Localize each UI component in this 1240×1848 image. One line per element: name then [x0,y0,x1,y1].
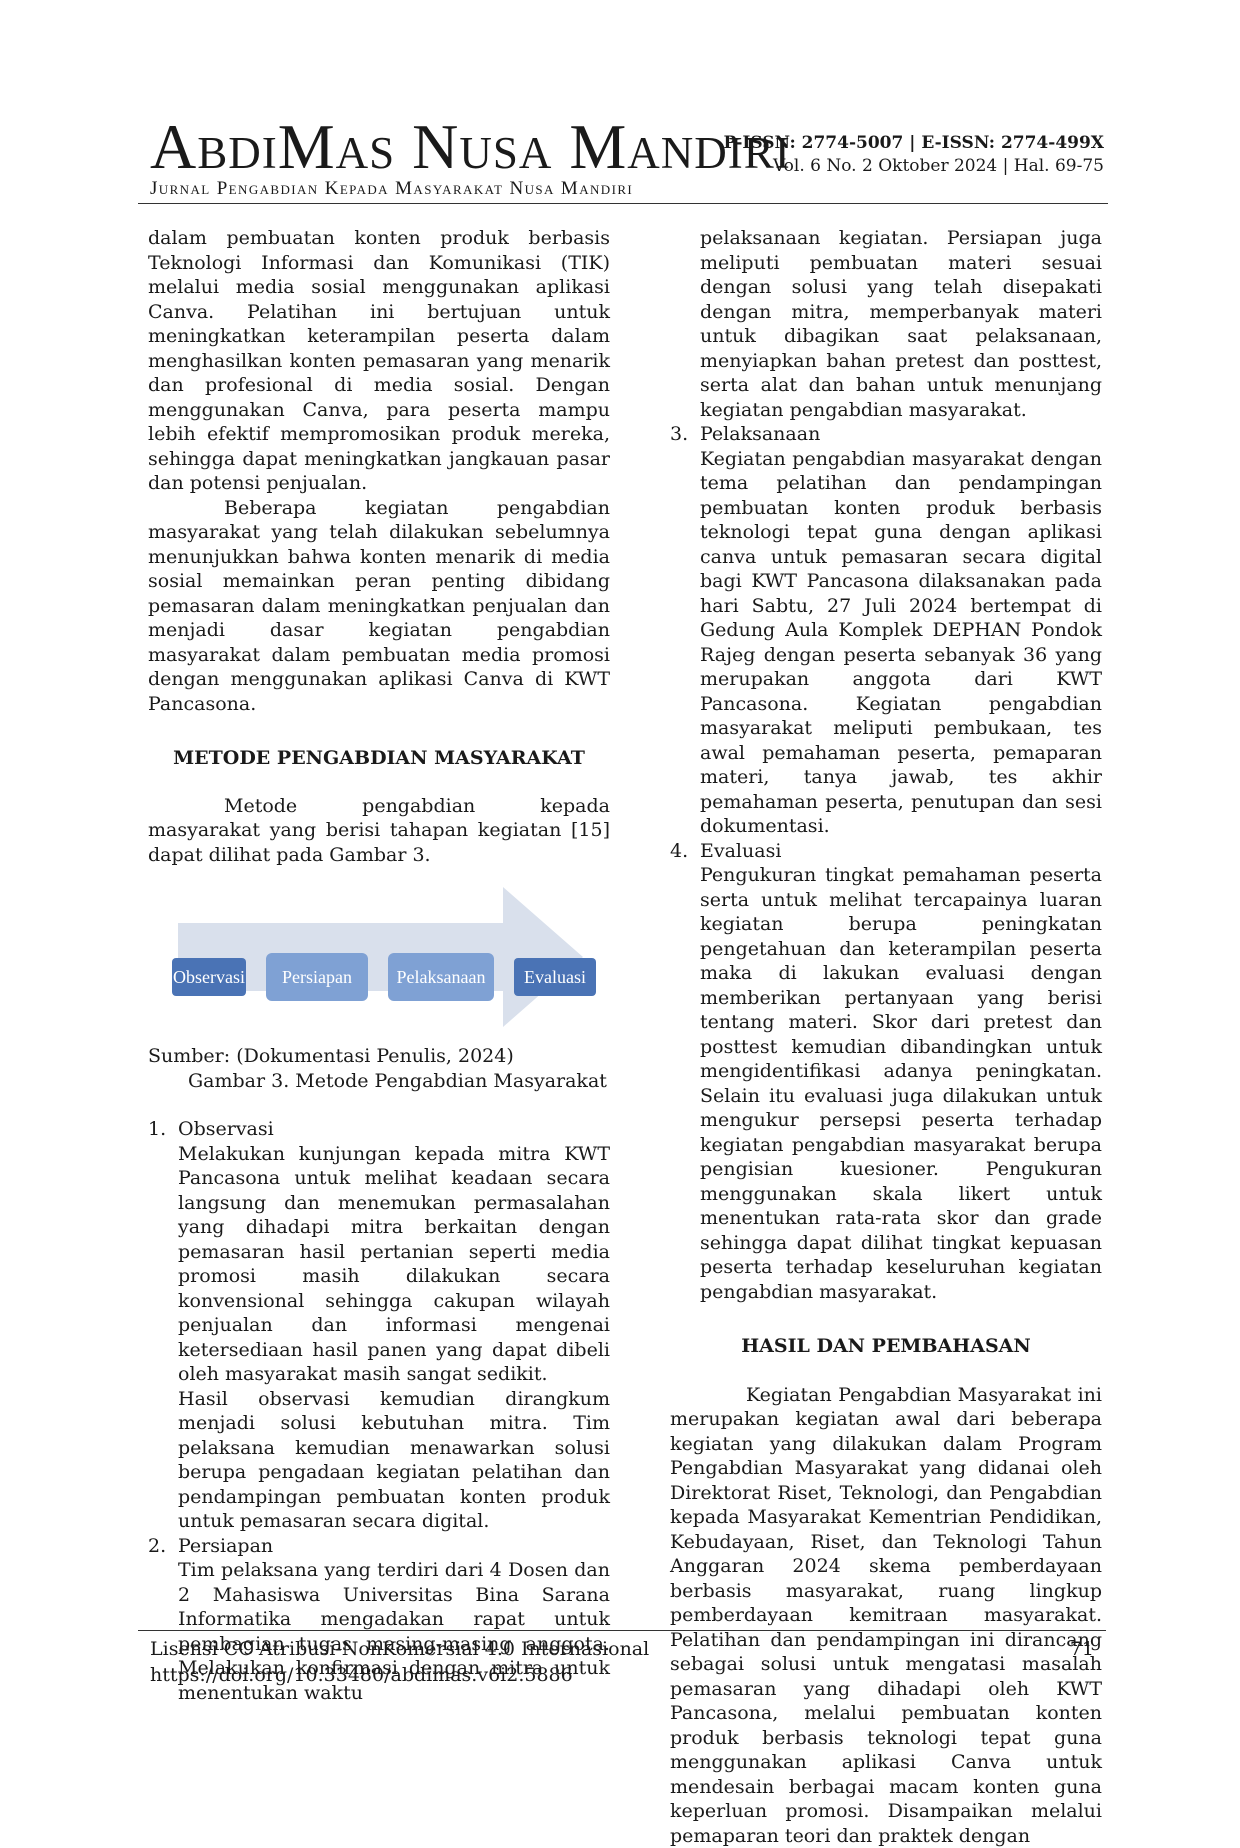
issn: P-ISSN: 2774-5007 | E-ISSN: 2774-499X [723,133,1104,153]
list-item-text: Melakukan kunjungan kepada mitra KWT Pan… [178,1142,610,1387]
paragraph: Metode pengabdian kepada masyarakat yang… [148,794,610,868]
list-number: 4. [670,839,688,864]
method-list-right: pelaksanaan kegiatan. Persiapan juga mel… [670,226,1102,1304]
page-number: 71 [1070,1636,1094,1662]
list-item-title: Persiapan [178,1534,610,1559]
paragraph: Kegiatan Pengabdian Masyarakat ini merup… [670,1383,1102,1848]
paragraph: Beberapa kegiatan pengabdian masyarakat … [148,496,610,717]
section-title-hasil: HASIL DAN PEMBAHASAN [670,1334,1102,1359]
list-item-continued: pelaksanaan kegiatan. Persiapan juga mel… [670,226,1102,422]
journal-issn-block: P-ISSN: 2774-5007 | E-ISSN: 2774-499X Vo… [723,132,1104,178]
list-item-title: Pelaksanaan [700,422,1102,447]
list-item: 1. Observasi Melakukan kunjungan kepada … [148,1117,610,1534]
list-item-title: Evaluasi [700,839,1102,864]
figure-source: Sumber: (Dokumentasi Penulis, 2024) [148,1044,610,1069]
list-item-text: Pengukuran tingkat pemahaman peserta ser… [700,863,1102,1304]
list-item-text: Kegiatan pengabdian masyarakat dengan te… [700,447,1102,839]
figure-method-diagram: Observasi Persiapan Pelaksanaan Evaluasi [148,887,610,1027]
list-number: 2. [148,1534,166,1559]
list-item-text: pelaksanaan kegiatan. Persiapan juga mel… [700,226,1102,422]
method-list-left: 1. Observasi Melakukan kunjungan kepada … [148,1117,610,1705]
figure-caption: Gambar 3. Metode Pengabdian Masyarakat [148,1069,610,1094]
footer-divider [138,1630,1106,1631]
list-item: 3. Pelaksanaan Kegiatan pengabdian masya… [670,422,1102,839]
paragraph: dalam pembuatan konten produk berbasis T… [148,226,610,496]
list-item-title: Observasi [178,1117,610,1142]
right-column: pelaksanaan kegiatan. Persiapan juga mel… [670,226,1102,1848]
list-number: 1. [148,1117,166,1142]
method-arrow-diagram [148,887,610,1027]
list-number: 3. [670,422,688,447]
step-label: Persiapan [266,958,368,996]
section-title-metode: METODE PENGABDIAN MASYARAKAT [148,746,610,771]
volume-info: Vol. 6 No. 2 Oktober 2024 | Hal. 69-75 [773,156,1104,176]
left-column: dalam pembuatan konten produk berbasis T… [148,226,610,1705]
background-arrow [178,887,583,1027]
header-divider [138,203,1108,204]
step-label: Observasi [172,958,246,996]
list-item: 4. Evaluasi Pengukuran tingkat pemahaman… [670,839,1102,1305]
journal-subtitle: Jurnal Pengabdian Kepada Masyarakat Nusa… [150,178,633,200]
journal-header: AbdiMas Nusa Mandiri Jurnal Pengabdian K… [138,112,1108,204]
list-item-text: Hasil observasi kemudian dirangkum menja… [178,1387,610,1534]
journal-brand: AbdiMas Nusa Mandiri [150,112,791,182]
doi-link[interactable]: https://doi.org/10.33480/abdimas.v6i2.58… [150,1662,573,1688]
license-text: Lisensi CC Atribusi-NonKomersial 4.0 Int… [150,1636,649,1662]
step-label: Pelaksanaan [388,958,494,996]
step-label: Evaluasi [514,958,596,996]
